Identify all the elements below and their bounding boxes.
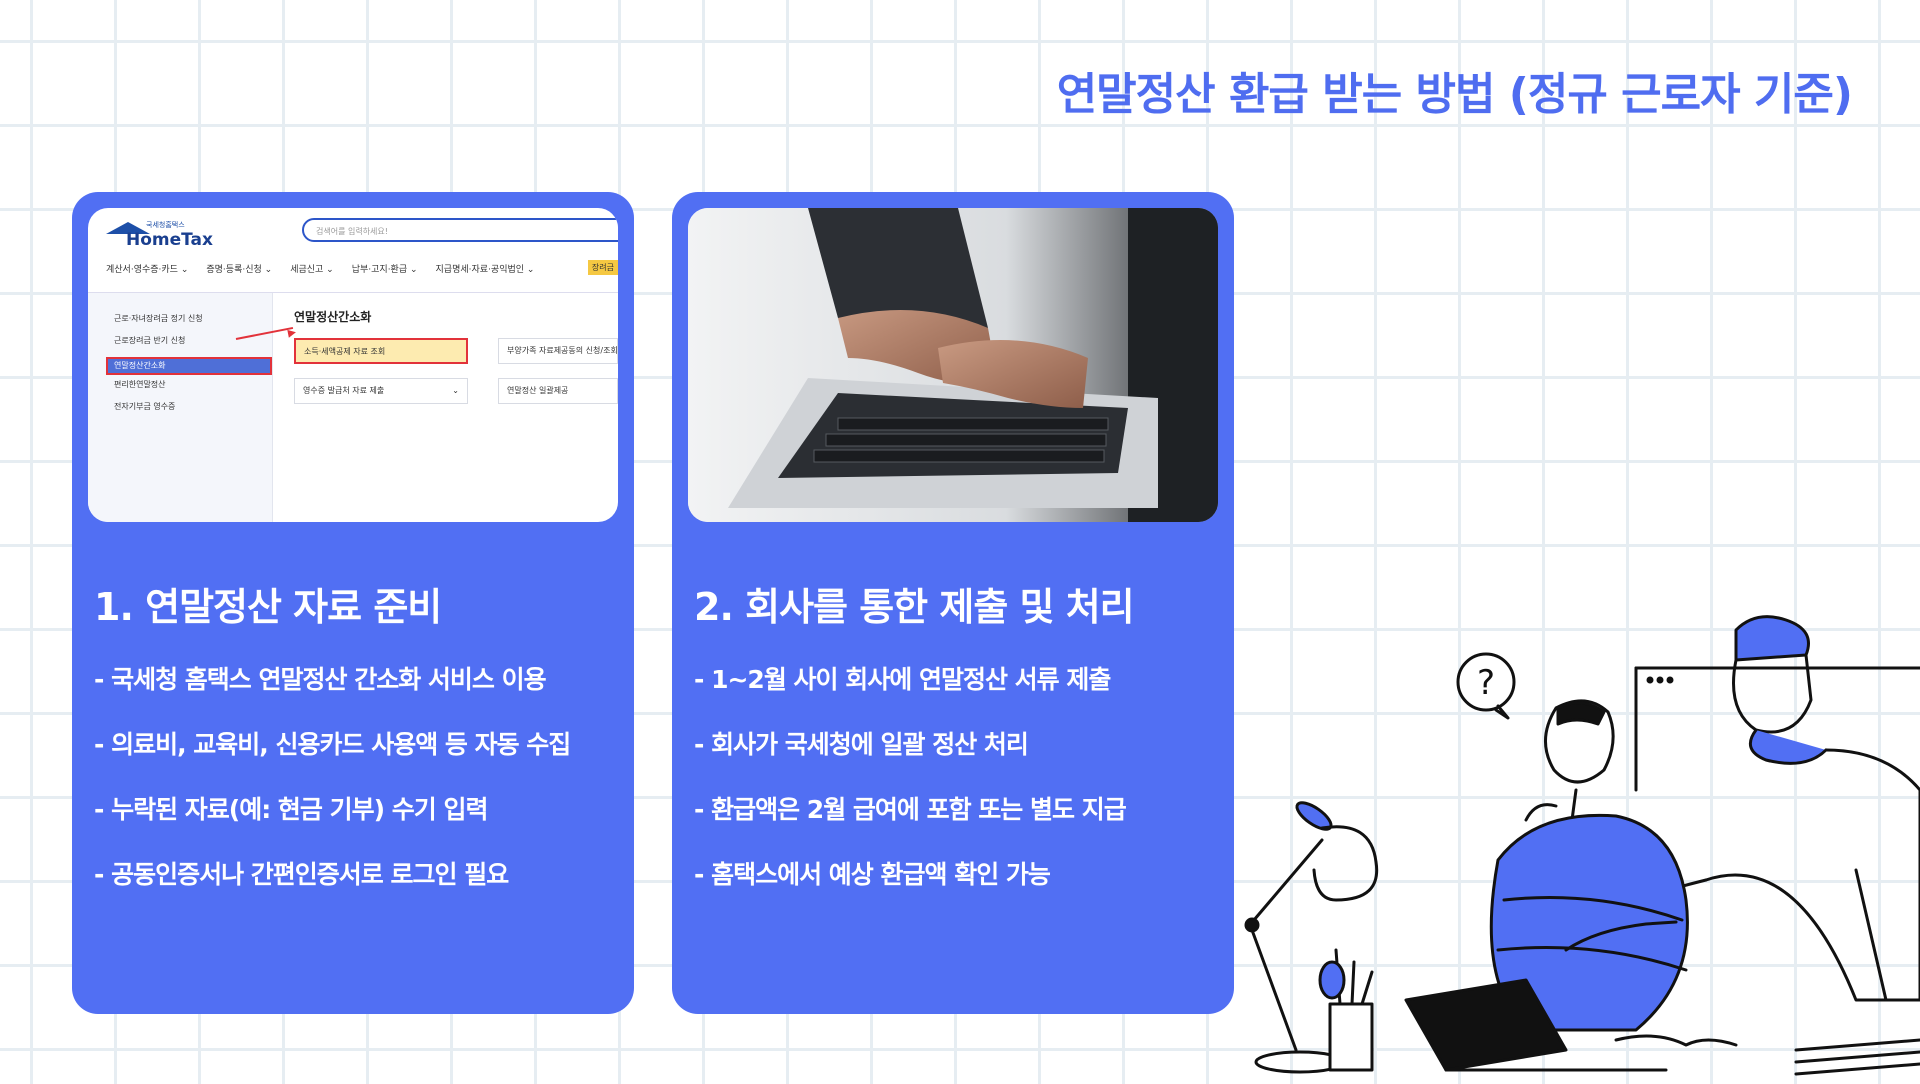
nav-item-tax-report[interactable]: 세금신고 ⌄ (290, 265, 334, 275)
bullet-item: 환급액은 2월 급여에 포함 또는 별도 지급 (694, 792, 1226, 857)
hometax-sidebar: 근로·자녀장려금 정기 신청 근로장려금 반기 신청 편리한연말정산 전자기부금… (88, 293, 273, 522)
hometax-search-input[interactable]: 검색어를 입력하세요! (302, 218, 618, 242)
bullet-item: 국세청 홈택스 연말정산 간소화 서비스 이용 (94, 662, 626, 727)
bulk-provide-button[interactable]: 연말정산 일괄제공 (498, 378, 618, 404)
card-company-submission: 2. 회사를 통한 제출 및 처리 1~2월 사이 회사에 연말정산 서류 제출… (672, 192, 1234, 1014)
sidebar-item-simplified-active[interactable]: 연말정산간소화 (106, 357, 272, 375)
deduction-inquiry-button[interactable]: 소득·세액공제 자료 조회 (294, 338, 468, 364)
hometax-nav: 계산서·영수증·카드 ⌄ 증명·등록·신청 ⌄ 세금신고 ⌄ 납부·고지·환급 … (106, 262, 534, 275)
hometax-screenshot: 국세청홈택스 HomeTax 검색어를 입력하세요! 계산서·영수증·카드 ⌄ … (88, 208, 618, 522)
sidebar-item-donation[interactable]: 전자기부금 영수증 (114, 402, 176, 411)
hometax-main-title: 연말정산간소화 (294, 310, 372, 324)
hometax-logo-text: HomeTax (126, 230, 213, 250)
hometax-logo-sub: 국세청홈택스 (146, 221, 185, 229)
card-heading: 1. 연말정산 자료 준비 (94, 585, 442, 629)
card-heading: 2. 회사를 통한 제출 및 처리 (694, 585, 1135, 629)
dependent-consent-button[interactable]: 부양가족 자료제공동의 신청/조회 (498, 338, 618, 364)
bullet-item: 공동인증서나 간편인증서로 로그인 필요 (94, 857, 626, 922)
laptop-typing-photo (688, 208, 1218, 522)
slide-title: 연말정산 환급 받는 방법 (정규 근로자 기준) (1056, 69, 1853, 120)
illustration-svg: ? (1244, 615, 1920, 1076)
nav-item-invoice[interactable]: 계산서·영수증·카드 ⌄ (106, 265, 189, 275)
nav-item-incentive[interactable]: 장려금 (587, 260, 618, 275)
bullet-item: 의료비, 교육비, 신용카드 사용액 등 자동 수집 (94, 727, 626, 792)
card-bullets: 1~2월 사이 회사에 연말정산 서류 제출 회사가 국세청에 일괄 정산 처리… (694, 662, 1226, 922)
nav-item-statement[interactable]: 지급명세·자료·공익법인 ⌄ (435, 265, 535, 275)
bullet-item: 홈택스에서 예상 환급액 확인 가능 (694, 857, 1226, 922)
chevron-down-icon: ⌄ (452, 386, 459, 395)
receipt-submit-button[interactable]: 영수증 발급처 자료 제출 ⌄ (294, 378, 468, 404)
card-bullets: 국세청 홈택스 연말정산 간소화 서비스 이용 의료비, 교육비, 신용카드 사… (94, 662, 626, 922)
arrow-head-icon (287, 328, 297, 338)
nav-item-payment[interactable]: 납부·고지·환급 ⌄ (351, 265, 418, 275)
sidebar-item-incentive-half[interactable]: 근로장려금 반기 신청 (114, 336, 186, 345)
sidebar-item-incentive-regular[interactable]: 근로·자녀장려금 정기 신청 (114, 314, 203, 323)
nav-divider (88, 292, 618, 293)
question-mark-icon: ? (1477, 663, 1495, 703)
people-at-laptop-illustration: ? (1236, 600, 1920, 1080)
receipt-submit-label: 영수증 발급처 자료 제출 (303, 386, 385, 395)
card-prepare-data: 국세청홈택스 HomeTax 검색어를 입력하세요! 계산서·영수증·카드 ⌄ … (72, 192, 634, 1014)
bullet-item: 회사가 국세청에 일괄 정산 처리 (694, 727, 1226, 792)
house-roof-icon (106, 222, 150, 234)
bullet-item: 누락된 자료(예: 현금 기부) 수기 입력 (94, 792, 626, 857)
nav-item-certificate[interactable]: 증명·등록·신청 ⌄ (206, 265, 273, 275)
bullet-item: 1~2월 사이 회사에 연말정산 서류 제출 (694, 662, 1226, 727)
laptop-typing-image (688, 208, 1218, 522)
hometax-page: 국세청홈택스 HomeTax 검색어를 입력하세요! 계산서·영수증·카드 ⌄ … (88, 208, 618, 522)
sidebar-item-convenient[interactable]: 편리한연말정산 (114, 380, 166, 389)
